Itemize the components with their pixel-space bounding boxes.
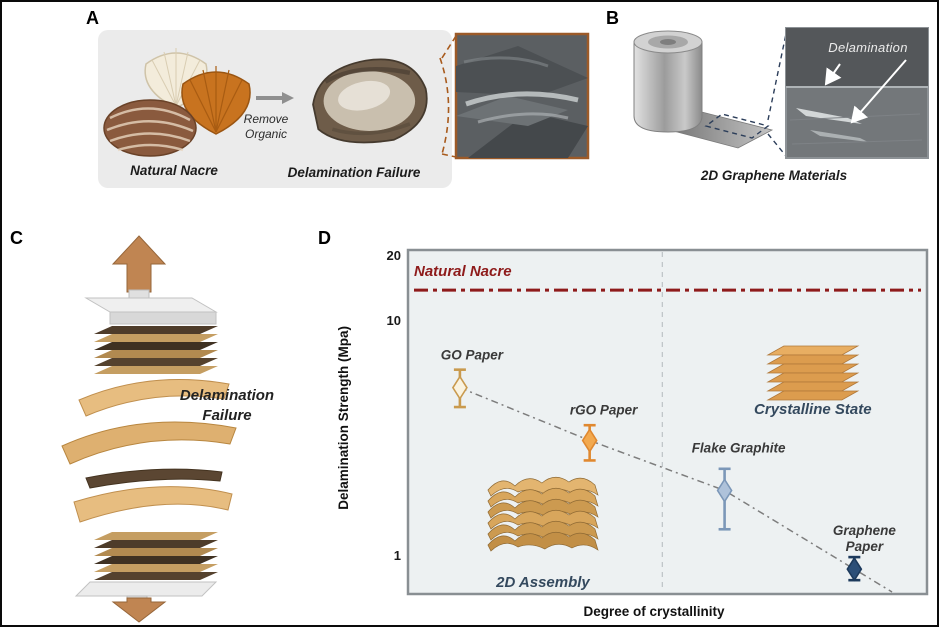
- point-label-rgo-paper: rGO Paper: [570, 402, 638, 417]
- point-label-flake-graphite: Flake Graphite: [692, 441, 786, 456]
- y-tick-label-20: 20: [387, 248, 401, 263]
- diamond-marker: [846, 556, 863, 582]
- remove-organic-arrow-icon: [256, 92, 294, 104]
- x-axis-label: Degree of crystallinity: [583, 604, 725, 619]
- graphene-materials-caption: 2D Graphene Materials: [700, 168, 848, 183]
- upper-laminate-stack: [94, 326, 218, 374]
- panel-c-annotation: Delamination Failure: [179, 387, 275, 424]
- natural-nacre-caption: Natural Nacre: [130, 163, 218, 178]
- crystalline-state-icon: [766, 345, 860, 401]
- delaminated-shell-image: [312, 58, 428, 144]
- panel-b-label: B: [606, 8, 619, 28]
- delamination-strength-chart: 20 10 1 2D Assembly Crystalline State Natural…: [387, 248, 929, 596]
- inset-connector-dashes-a: [439, 35, 457, 158]
- data-point-go-paper: GO Paper: [441, 348, 504, 409]
- data-point-rgo-paper: rGO Paper: [570, 402, 638, 462]
- pull-down-arrow-icon: [111, 597, 167, 623]
- graphene-roll-image: [633, 30, 774, 149]
- y-tick-label-1: 1: [394, 548, 401, 563]
- delamination-pointer-arrows: [824, 59, 907, 124]
- point-label-go-paper: GO Paper: [441, 348, 504, 363]
- diamond-marker: [581, 427, 598, 453]
- 2d-assembly-icon: [487, 476, 599, 552]
- point-label-graphene-paper: Graphene: [833, 523, 897, 538]
- pull-up-arrow-icon: [111, 235, 167, 293]
- natural-nacre-reference-label: Natural Nacre: [414, 263, 512, 280]
- data-point-flake-graphite: Flake Graphite: [692, 441, 786, 531]
- diamond-marker: [716, 478, 733, 503]
- panel-b-illustration: [633, 27, 929, 159]
- lower-laminate-stack: [94, 532, 218, 580]
- y-axis-label-wrap: Delamination Strength (Mpa): [332, 242, 354, 594]
- delamination-failure-caption: Delamination Failure: [287, 165, 421, 180]
- point-label-graphene-paper: Paper: [846, 539, 884, 554]
- y-axis-label: Delamination Strength (Mpa): [335, 326, 351, 510]
- panel-a-label: A: [86, 8, 99, 28]
- region-label-2d-assembly: 2D Assembly: [495, 574, 590, 591]
- top-clamp-plate: [84, 289, 218, 325]
- diamond-marker: [451, 375, 468, 401]
- cockle-shell-icon: [103, 99, 197, 157]
- inset-connector-dashes-b: [704, 33, 787, 157]
- sem-delamination-image: [785, 27, 929, 159]
- panel-c-label: C: [10, 228, 23, 248]
- panel-a-illustration: [98, 30, 590, 188]
- delamination-annotation: Delamination: [828, 40, 908, 55]
- region-label-crystalline-state: Crystalline State: [754, 401, 872, 418]
- remove-organic-text: Remove Organic: [243, 112, 289, 141]
- panel-c-illustration: [61, 235, 237, 623]
- y-tick-label-10: 10: [387, 313, 401, 328]
- natural-nacre-shells-image: [103, 48, 251, 157]
- delaminated-sheets: [61, 379, 237, 523]
- graphite-closeup-image: [454, 32, 590, 160]
- panel-d-label: D: [318, 228, 331, 248]
